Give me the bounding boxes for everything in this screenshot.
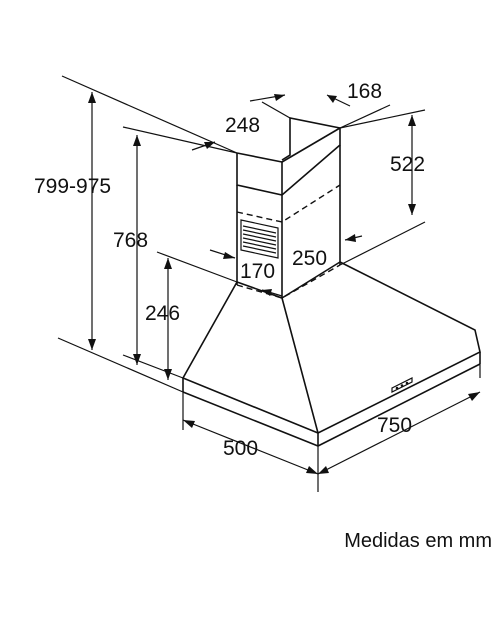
dimension-hood-height: 246 bbox=[145, 302, 180, 325]
dimension-lines bbox=[88, 92, 481, 475]
dimension-chimney-depth-bottom: 250 bbox=[292, 247, 327, 270]
chimney-upper bbox=[236, 117, 341, 196]
extension-lines bbox=[57, 75, 481, 492]
dimension-chimney-width: 248 bbox=[225, 114, 260, 137]
dimension-hood-width: 750 bbox=[377, 414, 412, 437]
control-panel-icon bbox=[391, 377, 413, 393]
dimension-height-range: 799-975 bbox=[34, 175, 111, 198]
dimension-chimney-depth-top: 168 bbox=[347, 80, 382, 103]
dimension-chimney-width-bottom: 170 bbox=[240, 260, 275, 283]
dimension-hood-depth: 500 bbox=[223, 437, 258, 460]
hood-body bbox=[181, 261, 481, 447]
units-caption: Medidas em mm bbox=[344, 530, 492, 552]
dimension-height-to-hood: 768 bbox=[113, 229, 148, 252]
chimney-lower bbox=[236, 145, 341, 299]
dimension-chimney-height: 522 bbox=[390, 153, 425, 176]
vent-grille-icon bbox=[240, 219, 279, 259]
